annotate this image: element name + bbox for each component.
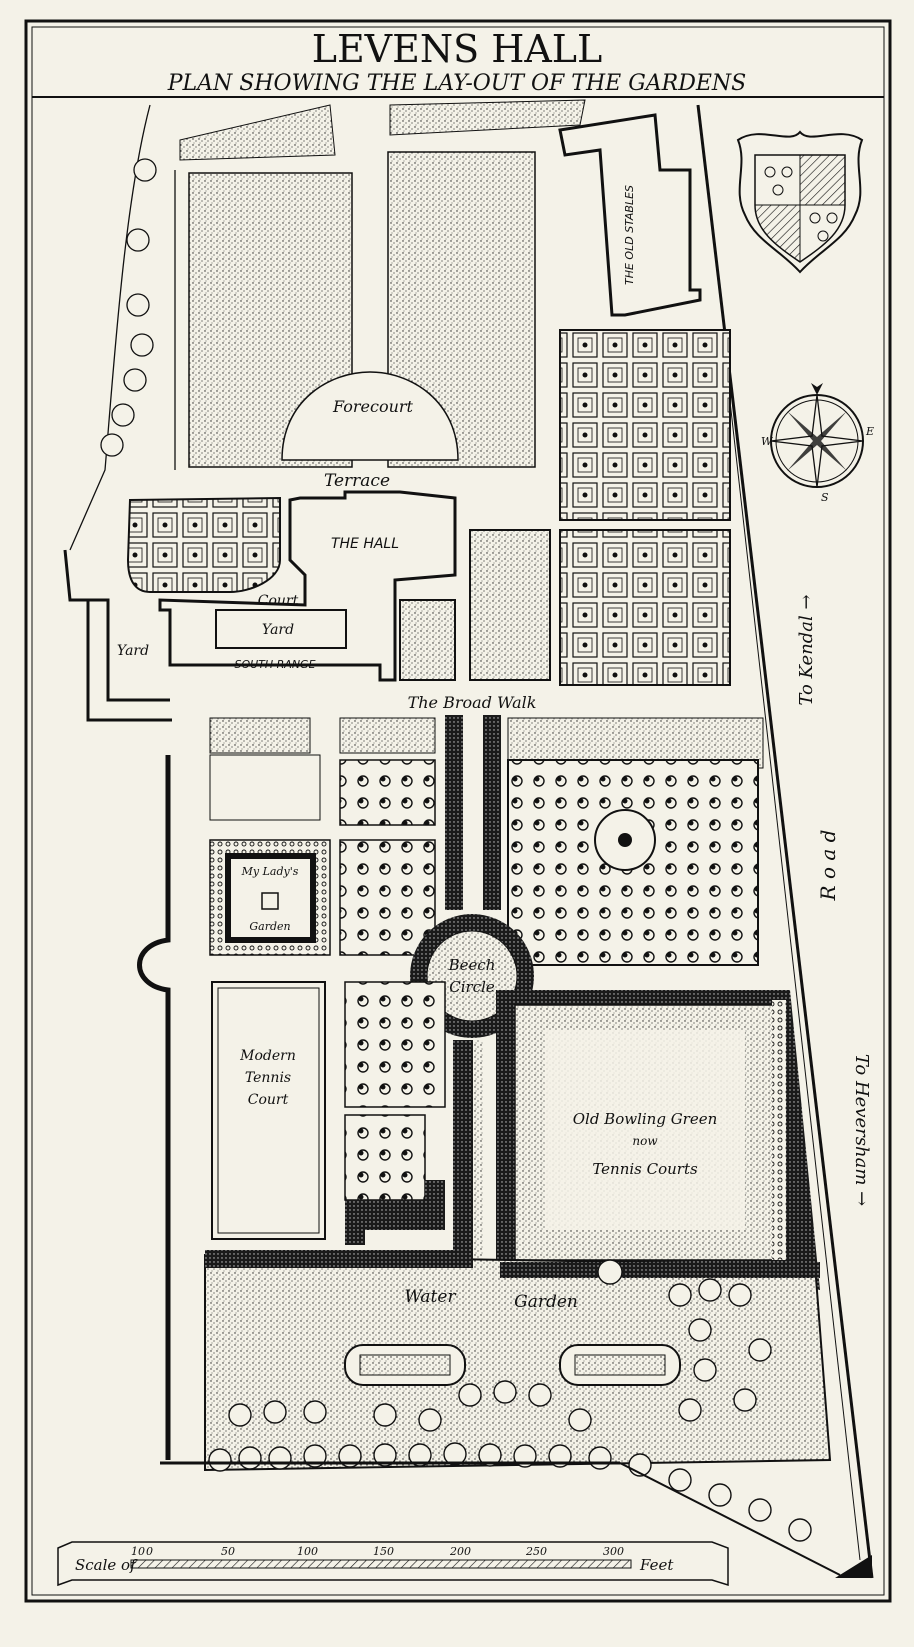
scale-tick: 200 — [449, 1545, 471, 1558]
yard-walls — [63, 549, 172, 722]
tennis-courts-label: Tennis Courts — [592, 1160, 698, 1178]
fleur-de-lis-icon — [811, 383, 823, 395]
scale-tick: 10 — [131, 1545, 145, 1558]
old-stables-label: THE OLD STABLES — [623, 185, 636, 285]
map-subtitle: PLAN SHOWING THE LAY-OUT OF THE GARDENS — [167, 71, 747, 96]
south-range-label: SOUTH RANGE — [234, 658, 315, 671]
my-ladys-garden: My Lady's Garden — [209, 839, 331, 956]
hall-parterre — [126, 496, 281, 593]
modern-label: Modern — [239, 1048, 296, 1064]
scale-tick: 250 — [525, 1545, 547, 1558]
old-stables: THE OLD STABLES — [558, 113, 702, 317]
scale-tick: 300 — [603, 1545, 624, 1558]
yard-label: Yard — [117, 643, 149, 659]
garden-label: Garden — [514, 1292, 578, 1312]
water-garden-trees — [208, 1259, 812, 1542]
map-title: LEVENS HALL — [312, 27, 603, 71]
scale-tick: 50 — [221, 1545, 235, 1558]
scale-tick: 150 — [373, 1545, 394, 1558]
court-label-2: Court — [248, 1092, 289, 1108]
scale-tick: 0 — [146, 1545, 153, 1558]
west-wall — [137, 755, 171, 1460]
orchard-lawn — [469, 529, 551, 681]
water-garden: Water Garden — [204, 1250, 832, 1472]
tennis-label: Tennis — [245, 1070, 291, 1086]
outer-frame — [24, 19, 892, 1603]
scale-bar: Scale of 10 0 50 100 150 200 250 300 Fee… — [57, 1541, 729, 1587]
modern-tennis-court: Modern Tennis Court — [211, 981, 326, 1240]
road-label: R o a d — [816, 830, 840, 902]
now-label: now — [632, 1134, 658, 1148]
scale-prefix: Scale of — [75, 1556, 138, 1574]
scale-tick: 100 — [297, 1545, 318, 1558]
forecourt: Forecourt — [188, 151, 536, 468]
compass-west: W — [761, 435, 774, 448]
court-label: Court — [258, 593, 299, 609]
court-yard-label: Yard — [262, 622, 294, 638]
broad-walk-label: The Broad Walk — [408, 693, 537, 712]
compass-east: E — [865, 425, 874, 438]
bowling-green-label: Old Bowling Green — [573, 1110, 718, 1128]
forecourt-label: Forecourt — [332, 397, 414, 416]
terrace-label: Terrace — [324, 471, 390, 491]
compass-south: S — [821, 491, 829, 504]
coat-of-arms — [736, 130, 864, 274]
to-heversham-label: To Heversham → — [851, 1054, 872, 1206]
my-ladys-label: My Lady's — [241, 865, 299, 878]
water-label: Water — [404, 1287, 456, 1307]
parterre-south — [559, 529, 731, 686]
the-hall-label: THE HALL — [331, 536, 399, 552]
drive-trees — [100, 158, 157, 457]
compass-rose: W E S — [761, 383, 874, 504]
to-kendal-label: To Kendal → — [796, 594, 817, 705]
circle-label: Circle — [449, 978, 495, 996]
old-bowling-green: Old Bowling Green now Tennis Courts — [496, 990, 820, 1290]
scale-unit: Feet — [639, 1556, 674, 1574]
parterre-north — [559, 329, 731, 521]
the-hall: THE HALL Court Yard SOUTH RANGE — [158, 490, 457, 682]
beech-label: Beech — [448, 956, 496, 974]
my-ladys-garden-label: Garden — [249, 920, 290, 933]
